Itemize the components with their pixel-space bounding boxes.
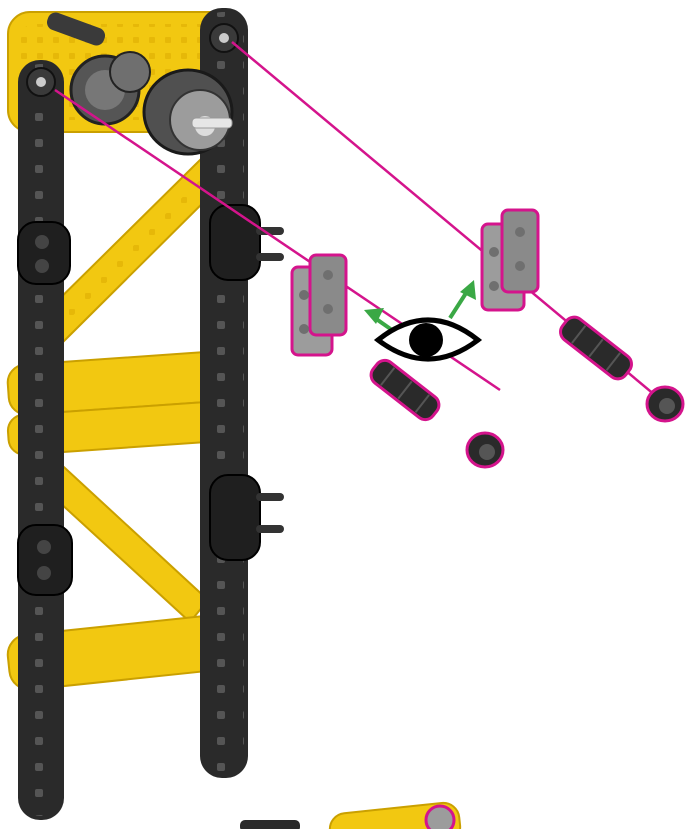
corner-connector	[18, 222, 70, 284]
corner-connector	[292, 255, 346, 355]
corner-connector	[18, 525, 72, 595]
left-black-beam	[18, 60, 64, 820]
shaft-collar	[647, 387, 683, 421]
eye-icon	[378, 320, 478, 359]
shaft-collar	[467, 433, 503, 467]
arrow-up-right-icon	[450, 280, 476, 318]
corner-connector	[210, 475, 284, 560]
right-part-group	[482, 210, 683, 421]
corner-connector	[210, 205, 284, 280]
view-direction-indicator	[364, 280, 478, 359]
arrow-up-right-icon	[364, 308, 392, 330]
standoff	[556, 313, 635, 383]
corner-connector	[482, 210, 538, 310]
standoff	[367, 356, 443, 423]
bottom-assembly-fragment	[240, 801, 462, 829]
